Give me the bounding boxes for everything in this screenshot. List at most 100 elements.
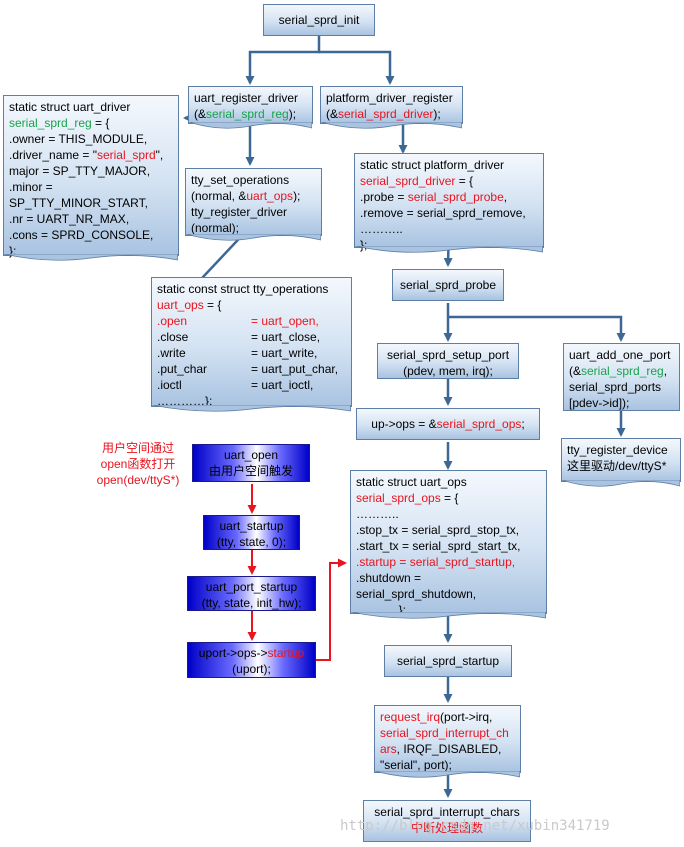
node-label: uart_startup <box>219 519 284 533</box>
field-end: ", <box>155 148 164 162</box>
func-arg: serial_sprd_interrupt_ch <box>380 726 509 740</box>
ops-key: .put_char <box>157 362 208 376</box>
uart-open-node: uart_open 由用户空间触发 <box>192 444 310 482</box>
ops-value: = uart_close, <box>251 330 321 344</box>
platform-driver-register-node: platform_driver_register (&serial_sprd_d… <box>320 86 463 129</box>
blog-watermark: http://blog.csdn.net/xubin341719 <box>340 818 610 834</box>
node-label: uart_add_one_port <box>569 348 671 362</box>
node-label: tty_register_device <box>567 443 668 457</box>
ops-row: .put_char= uart_put_char, <box>157 361 346 377</box>
call-arg: serial_sprd_reg <box>581 364 664 378</box>
struct-line: ……….. <box>360 222 403 236</box>
struct-line: major = SP_TTY_MAJOR, <box>9 164 151 178</box>
node-label: tty_register_driver <box>191 205 288 219</box>
struct-line: .cons = SPRD_CONSOLE, <box>9 228 154 242</box>
interrupt-chars-node: serial_sprd_interrupt_chars 中断处理函数 <box>363 800 531 842</box>
struct-name: serial_sprd_reg <box>9 116 92 130</box>
ops-key: .ioctl <box>157 378 182 392</box>
struct-line: uart_ops = { <box>157 297 346 313</box>
field-end: , <box>511 555 516 569</box>
call-prefix: uport->ops-> <box>198 646 268 660</box>
struct-line: .probe = serial_sprd_probe, <box>360 189 538 205</box>
struct-line: .minor = <box>9 180 53 194</box>
node-call: (pdev, mem, irq); <box>403 364 493 378</box>
doc-wave-shape <box>321 122 462 129</box>
doc-wave-shape <box>351 612 546 619</box>
request-irq-node: request_irq(port->irq, serial_sprd_inter… <box>374 705 521 778</box>
uart-driver-struct-node: static struct uart_driver serial_sprd_re… <box>3 95 179 261</box>
uart-register-driver-node: uart_register_driver (&serial_sprd_reg); <box>188 86 313 129</box>
ops-rows: .open= uart_open,.close= uart_close,.wri… <box>157 313 346 393</box>
struct-line: .driver_name = "serial_sprd", <box>9 147 173 163</box>
doc-wave-shape <box>152 405 351 412</box>
struct-line: static const struct tty_operations <box>157 282 329 296</box>
struct-line: serial_sprd_driver = { <box>360 173 538 189</box>
struct-line: SP_TTY_MINOR_START, <box>9 196 148 210</box>
struct-name: serial_sprd_driver <box>360 174 456 188</box>
node-call: (tty, state, init_hw); <box>201 596 302 610</box>
expr-value: serial_sprd_ops <box>436 417 522 431</box>
struct-line: }; <box>9 244 17 258</box>
expr-prefix: up->ops = & <box>371 417 437 431</box>
call-arg: serial_sprd_reg <box>206 107 289 121</box>
struct-line: serial_sprd_shutdown, <box>356 587 477 601</box>
node-note: 由用户空间触发 <box>208 464 293 478</box>
annotation-line: open(dev/ttyS*) <box>96 473 180 487</box>
ops-row: .ioctl = uart_ioctl, <box>157 377 346 393</box>
call-prefix: (& <box>569 364 581 378</box>
struct-name: serial_sprd_ops <box>356 491 441 505</box>
field-key: .probe = <box>360 190 408 204</box>
node-call: serial_sprd_ports <box>569 380 662 394</box>
node-call: [pdev->id]); <box>569 396 630 410</box>
call-arg: serial_sprd_driver <box>338 107 434 121</box>
setup-port-node: serial_sprd_setup_port (pdev, mem, irq); <box>377 343 519 379</box>
call-suffix: ); <box>433 107 441 121</box>
struct-line: .shutdown = <box>356 571 422 585</box>
node-label: uart_open <box>223 448 279 462</box>
doc-wave-shape <box>375 771 520 778</box>
uport-startup-node: uport->ops->startup (uport); <box>187 642 316 678</box>
struct-line: .start_tx = serial_sprd_start_tx, <box>356 539 521 553</box>
struct-line: .startup = serial_sprd_startup, <box>356 554 541 570</box>
struct-line: …………}; <box>157 394 213 408</box>
ops-row: .close= uart_close, <box>157 329 346 345</box>
node-label: serial_sprd_probe <box>399 278 497 292</box>
call-suffix: ); <box>288 107 297 121</box>
struct-line: static struct uart_driver <box>9 100 131 114</box>
node-label: serial_sprd_startup <box>396 654 500 668</box>
node-call: request_irq(port->irq, <box>380 709 515 725</box>
doc-wave-shape <box>562 480 680 487</box>
expr-end: ; <box>521 417 525 431</box>
tty-operations-struct-node: static const struct tty_operations uart_… <box>151 277 352 412</box>
call-suffix: ); <box>293 189 301 203</box>
struct-line: ……….. <box>356 507 399 521</box>
node-call: (uport); <box>232 662 271 676</box>
struct-open: = { <box>455 174 474 188</box>
up-ops-node: up->ops = &serial_sprd_ops; <box>356 408 540 440</box>
tty-set-operations-node: tty_set_operations (normal, &uart_ops); … <box>185 168 322 241</box>
node-label: uart_port_startup <box>205 580 298 594</box>
ops-value: = uart_write, <box>251 346 318 360</box>
field-key: .startup = <box>356 555 410 569</box>
node-note: 中断处理函数 <box>410 821 483 835</box>
doc-wave-shape <box>189 122 312 129</box>
ops-value: = uart_ioctl, <box>251 378 314 392</box>
node-call: (tty, state, 0); <box>216 535 287 549</box>
node-call: (normal, &uart_ops); <box>191 188 316 204</box>
annotation-line: open函数打开 <box>100 457 176 471</box>
ops-value: = uart_open, <box>251 314 319 328</box>
call-prefix: (normal, & <box>191 189 247 203</box>
field-end: , <box>503 190 508 204</box>
node-call: uport->ops->startup <box>191 645 312 661</box>
struct-line: .remove = serial_sprd_remove, <box>360 206 526 220</box>
node-expr: up->ops = &serial_sprd_ops; <box>371 417 524 431</box>
struct-line: }; <box>360 238 368 252</box>
call-prefix: (& <box>326 107 338 121</box>
node-call: (normal); <box>191 221 240 235</box>
struct-line: serial_sprd_ops = { <box>356 490 541 506</box>
ops-row: .open= uart_open, <box>157 313 346 329</box>
node-label: platform_driver_register <box>326 91 453 105</box>
field-key: .driver_name = " <box>9 148 97 162</box>
ops-row: .write= uart_write, <box>157 345 346 361</box>
func-arg: ars, IRQF_DISABLED, <box>380 741 515 757</box>
